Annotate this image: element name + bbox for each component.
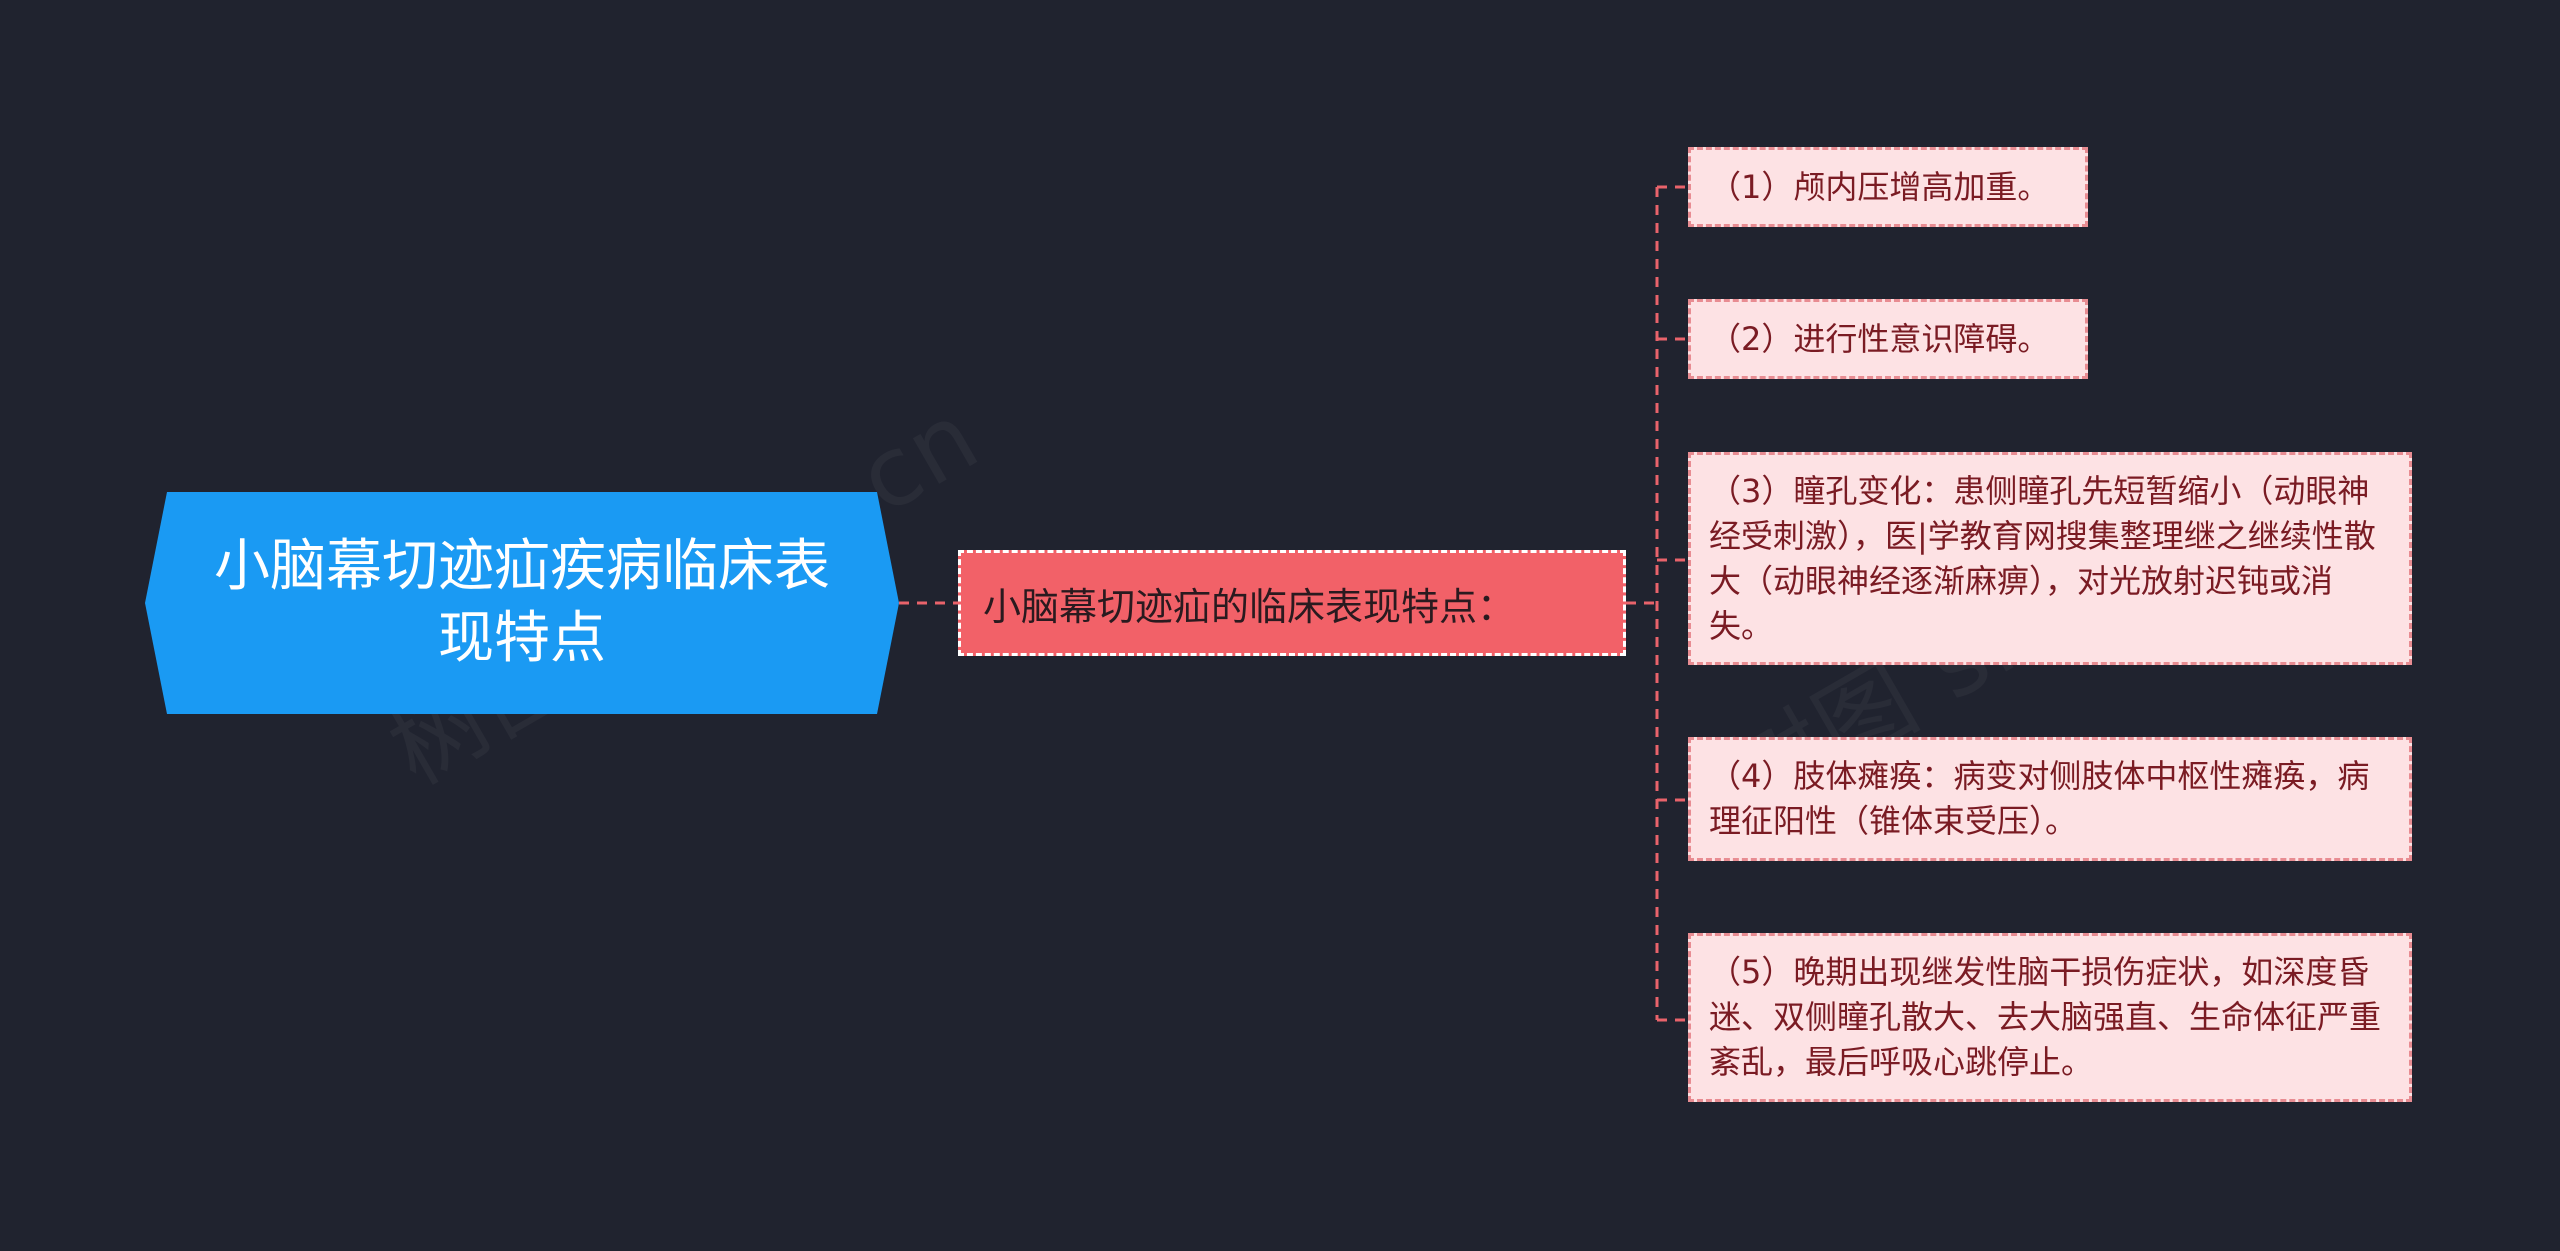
branch-node[interactable]: 小脑幕切迹疝的临床表现特点： xyxy=(958,550,1626,656)
leaf-node-4[interactable]: （4）肢体瘫痪：病变对侧肢体中枢性瘫痪，病理征阳性（锥体束受压）。 xyxy=(1688,737,2412,861)
root-node-label: 小脑幕切迹疝疾病临床表现特点 xyxy=(214,534,830,671)
leaf-node-3[interactable]: （3）瞳孔变化：患侧瞳孔先短暂缩小（动眼神经受刺激），医|学教育网搜集整理继之继… xyxy=(1688,452,2412,665)
leaf-node-4-text: （4）肢体瘫痪：病变对侧肢体中枢性瘫痪，病理征阳性（锥体束受压）。 xyxy=(1709,757,2370,840)
leaf-node-5-text: （5）晚期出现继发性脑干损伤症状，如深度昏迷、双侧瞳孔散大、去大脑强直、生命体征… xyxy=(1709,953,2382,1081)
leaf-node-2[interactable]: （2）进行性意识障碍。 xyxy=(1688,299,2088,379)
leaf-node-2-text: （2）进行性意识障碍。 xyxy=(1709,319,2050,358)
leaf-node-3-text: （3）瞳孔变化：患侧瞳孔先短暂缩小（动眼神经受刺激），医|学教育网搜集整理继之继… xyxy=(1709,471,2376,645)
root-node[interactable]: 小脑幕切迹疝疾病临床表现特点 xyxy=(145,492,899,714)
leaf-node-1-text: （1）颅内压增高加重。 xyxy=(1709,167,2050,206)
leaf-node-5[interactable]: （5）晚期出现继发性脑干损伤症状，如深度昏迷、双侧瞳孔散大、去大脑强直、生命体征… xyxy=(1688,933,2412,1102)
branch-node-label: 小脑幕切迹疝的临床表现特点： xyxy=(983,584,1516,629)
leaf-node-1[interactable]: （1）颅内压增高加重。 xyxy=(1688,147,2088,227)
root-node-shape xyxy=(145,492,899,714)
